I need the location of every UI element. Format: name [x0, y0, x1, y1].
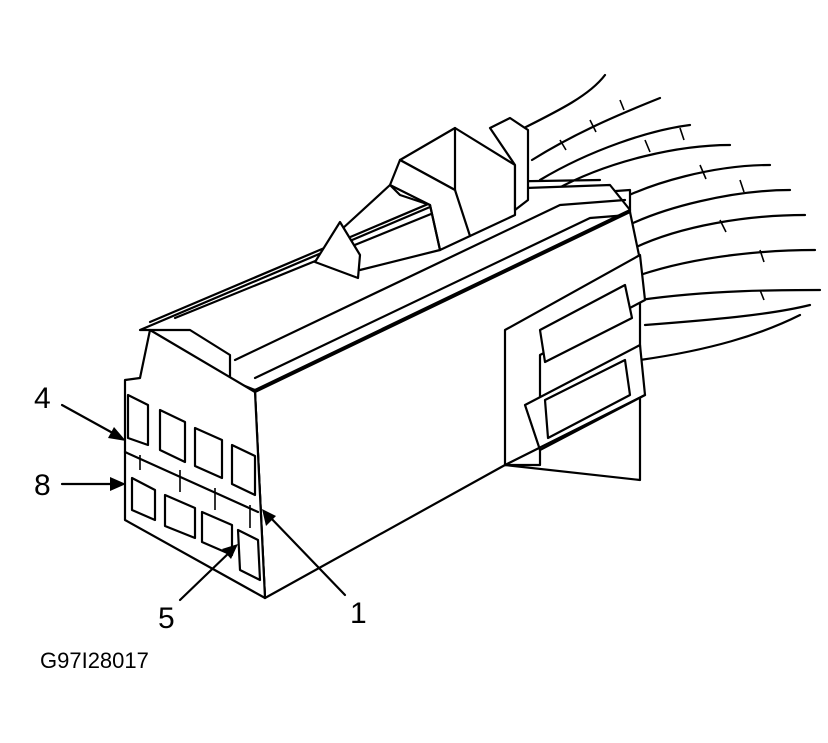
arrow-pin-1	[266, 513, 347, 597]
side-clips	[503, 253, 647, 467]
callout-pin-1: 1	[350, 597, 367, 630]
arrowhead-pin-5	[222, 544, 238, 559]
callout-pin-8: 8	[34, 469, 51, 502]
arrowhead-pin-8	[110, 477, 126, 491]
arrow-pin-5	[178, 548, 234, 602]
arrowhead-pin-4	[108, 427, 126, 441]
callout-arrows	[60, 403, 347, 602]
figure-id: G97I28017	[40, 648, 149, 673]
arrow-pin-4	[60, 403, 122, 439]
callout-pin-5: 5	[158, 602, 175, 635]
callout-pin-4: 4	[34, 382, 51, 415]
arrowhead-pin-1	[262, 509, 276, 526]
connector-front-face	[123, 328, 267, 600]
